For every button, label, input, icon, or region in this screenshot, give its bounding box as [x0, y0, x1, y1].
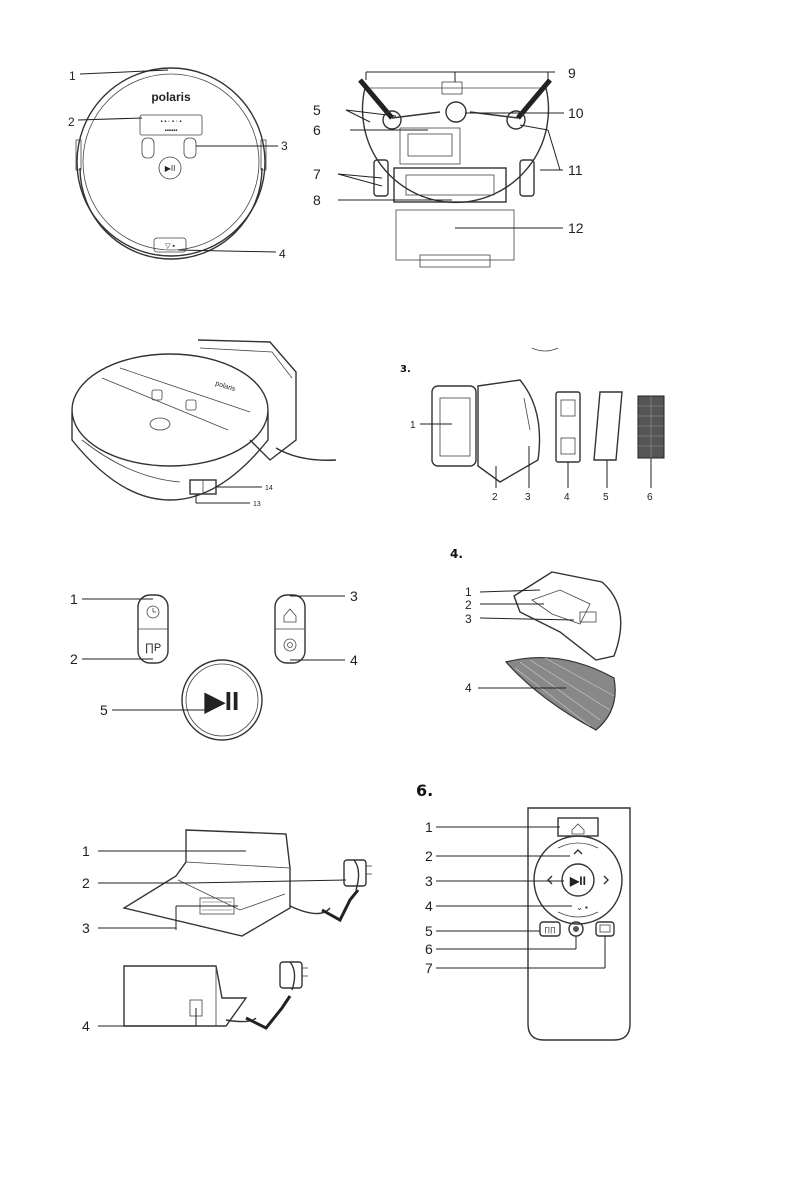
fig2-label-7: 7: [313, 166, 321, 182]
dock-label-1: 1: [82, 843, 90, 859]
remote-play-pause-icon: ▶II: [569, 874, 586, 888]
remote-label-7: 7: [425, 960, 433, 976]
remote-label-3: 3: [425, 873, 433, 889]
remote-home-icon: [572, 824, 584, 834]
fig4-label-3: 3: [465, 612, 472, 626]
fig3-label-1: 1: [410, 420, 416, 431]
remote-label-6: 6: [425, 941, 433, 957]
fig3-label-3: 3: [525, 492, 531, 503]
svg-text:∏P: ∏P: [145, 642, 161, 654]
fig3-label-2: 2: [492, 492, 498, 503]
fig4-section-title: 4.: [450, 547, 463, 561]
control-buttons-view: ∏P ▶II 1 2 3 4 5: [70, 588, 358, 740]
dock-label-4: 4: [82, 1018, 90, 1034]
fig1-label-3: 3: [281, 139, 288, 153]
buttons-label-1: 1: [70, 591, 78, 607]
fig1-label-4: 4: [279, 247, 286, 261]
label-13: 13: [253, 501, 261, 508]
fig3-label-5: 5: [603, 492, 609, 503]
remote-control-view: 6. ▶II ⌄ ▪ ∏∏ 1 2 3 4 5 6 7: [416, 781, 630, 1040]
fig2-label-6: 6: [313, 122, 321, 138]
fig2-label-12: 12: [568, 220, 584, 236]
remote-label-1: 1: [425, 819, 433, 835]
play-pause-button-icon: ▶II: [204, 686, 239, 716]
mop-module-view: 4. 1 2 3 4: [450, 547, 621, 730]
robot-dock-brand-logo: polaris: [214, 380, 236, 393]
svg-text:∏∏: ∏∏: [544, 927, 556, 934]
buttons-label-2: 2: [70, 651, 78, 667]
buttons-label-4: 4: [350, 652, 358, 668]
fig2-label-8: 8: [313, 192, 321, 208]
robot-top-view: polaris ▪ ▪ ◦ ▪ ◦ ▪ ▪▪▪▪▪▪ ▶II ▽ ▪ 1 2 3…: [68, 68, 288, 261]
home-icon: [284, 609, 296, 622]
fig6-section-title: 6.: [416, 781, 433, 800]
fig4-label-4: 4: [465, 681, 472, 695]
chevron-down-icon: ⌄ ▪: [576, 903, 588, 912]
fig2-label-5: 5: [313, 102, 321, 118]
chevron-right-icon: [604, 876, 608, 884]
svg-text:▶II: ▶II: [165, 164, 176, 173]
label-14: 14: [265, 485, 273, 492]
fig3-label-4: 4: [564, 492, 570, 503]
buttons-label-3: 3: [350, 588, 358, 604]
dock-label-2: 2: [82, 875, 90, 891]
charging-dock-view: 1 2 3 4: [82, 830, 372, 1034]
fig1-label-1: 1: [69, 69, 76, 83]
svg-text:▽ ▪: ▽ ▪: [165, 243, 175, 250]
remote-label-5: 5: [425, 923, 433, 939]
fig4-label-1: 1: [465, 585, 472, 599]
fig2-label-10: 10: [568, 105, 584, 121]
dock-label-3: 3: [82, 920, 90, 936]
fig4-label-2: 2: [465, 598, 472, 612]
fig1-label-2: 2: [68, 115, 75, 129]
robot-on-dock-view: polaris 14 13: [72, 340, 336, 508]
fig2-label-9: 9: [568, 65, 576, 81]
svg-text:▪▪▪▪▪▪: ▪▪▪▪▪▪: [165, 128, 178, 134]
remote-label-2: 2: [425, 848, 433, 864]
dustbin-parts-view: 3. 1 2 3 4 5 6: [400, 348, 664, 503]
fig3-label-6: 6: [647, 492, 653, 503]
robot-bottom-view: 9 5 10 6 11 7 8 12: [313, 65, 584, 267]
spot-clean-icon: [284, 639, 296, 651]
fig2-label-11: 11: [568, 162, 583, 178]
buttons-label-5: 5: [100, 702, 108, 718]
chevron-up-icon: [574, 850, 582, 854]
fig3-section-title: 3.: [400, 364, 411, 375]
remote-label-4: 4: [425, 898, 433, 914]
plug-icon: [344, 860, 366, 886]
svg-text:▪ ▪ ◦ ▪ ◦ ▪: ▪ ▪ ◦ ▪ ◦ ▪: [160, 119, 181, 125]
robot-brand-logo: polaris: [151, 90, 191, 104]
chevron-left-icon: [548, 876, 552, 884]
